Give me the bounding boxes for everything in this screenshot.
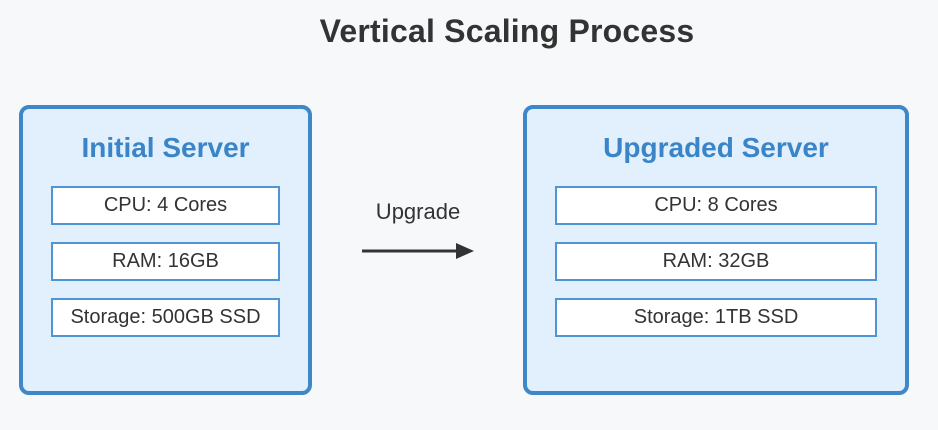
upgraded-server-name: Upgraded Server xyxy=(603,132,829,163)
page-title: Vertical Scaling Process xyxy=(319,13,695,49)
upgraded-server-spec-cpu: CPU: 8 Cores xyxy=(555,186,877,225)
upgrade-edge-label: Upgrade xyxy=(375,199,461,224)
initial-server-spec-storage: Storage: 500GB SSD xyxy=(51,298,280,337)
upgraded-server-spec-storage: Storage: 1TB SSD xyxy=(555,298,877,337)
upgraded-server-spec-ram: RAM: 32GB xyxy=(555,242,877,281)
upgraded-server-box: Upgraded Server CPU: 8 Cores RAM: 32GB S… xyxy=(523,105,909,395)
initial-server-spec-cpu: CPU: 4 Cores xyxy=(51,186,280,225)
initial-server-box: Initial Server CPU: 4 Cores RAM: 16GB St… xyxy=(19,105,312,395)
upgrade-arrow-icon xyxy=(362,243,474,259)
initial-server-name: Initial Server xyxy=(81,132,250,163)
initial-server-spec-ram: RAM: 16GB xyxy=(51,242,280,281)
